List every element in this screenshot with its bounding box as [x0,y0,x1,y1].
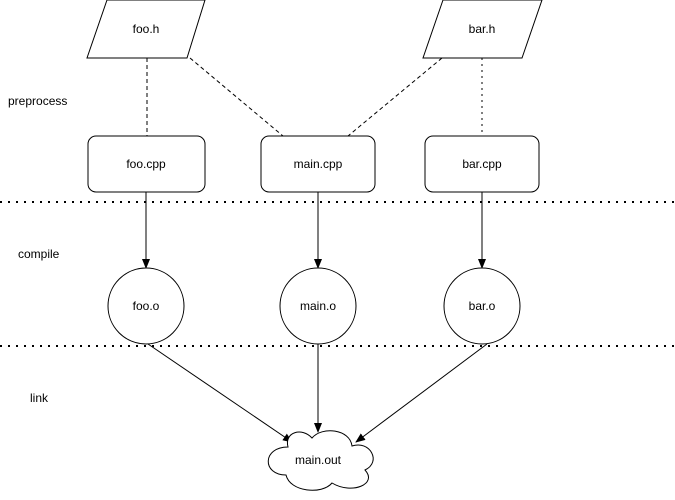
header-label-foo-h: foo.h [133,22,160,36]
object-node-foo-o[interactable]: foo.o [107,267,185,345]
header-label-bar-h: bar.h [469,22,496,36]
cloud-shape [267,430,374,491]
include-edge-bar-h-main-cpp [347,57,443,137]
circle-shape [107,267,185,345]
source-label-main-cpp: main.cpp [294,157,343,171]
include-edge-foo-h-main-cpp [189,57,284,137]
object-label-bar-o: bar.o [469,299,496,313]
link-arrow-bar [355,343,488,443]
stage-label-link: link [30,391,49,405]
header-node-bar-h[interactable]: bar.h [422,0,543,59]
source-node-foo-cpp[interactable]: foo.cpp [87,135,206,193]
header-node-foo-h[interactable]: foo.h [86,0,206,59]
stage-label-preprocess: preprocess [8,94,67,108]
source-label-foo-cpp: foo.cpp [126,157,166,171]
object-label-foo-o: foo.o [133,299,160,313]
source-node-main-cpp[interactable]: main.cpp [260,135,376,193]
object-node-bar-o[interactable]: bar.o [443,267,521,345]
source-label-bar-cpp: bar.cpp [462,157,502,171]
object-node-main-o[interactable]: main.o [279,267,357,345]
stage-label-compile: compile [18,247,60,261]
parallelogram-shape [422,0,543,59]
output-node-main-out[interactable]: main.out [267,430,374,491]
link-arrow-foo [147,343,293,443]
circle-shape [443,267,521,345]
source-node-bar-cpp[interactable]: bar.cpp [424,135,540,193]
output-label-main-out: main.out [295,453,342,467]
object-label-main-o: main.o [300,299,336,313]
parallelogram-shape [86,0,206,59]
